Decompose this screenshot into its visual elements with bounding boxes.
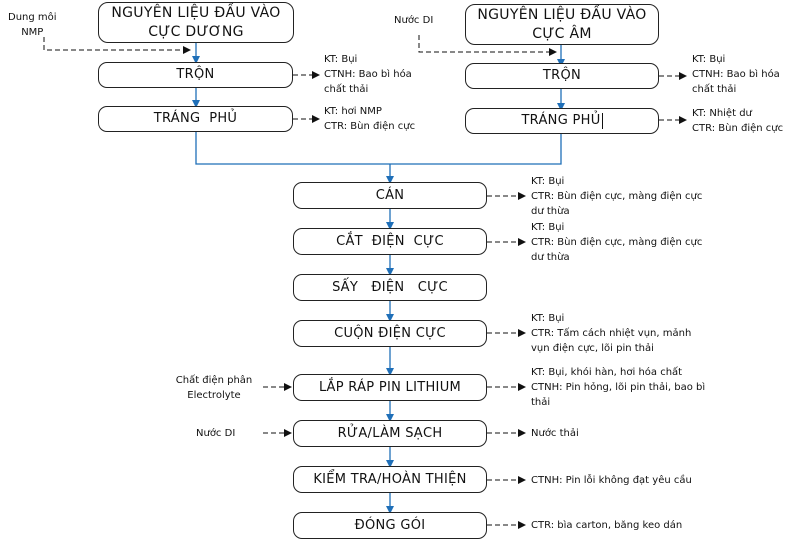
inspection-finishing-waste: CTNH: Pin lỗi không đạt yêu cầu <box>531 473 692 488</box>
electrode-drying-step: SẤY ĐIỆN CỰC <box>293 274 487 301</box>
step-label: TRÁNG PHỦ <box>153 111 238 126</box>
note-line: CTR: Bùn điện cực, màng điện cực <box>531 191 703 202</box>
note-line: CTNH: Bao bì hóa <box>692 69 780 80</box>
di-water-input-arrow <box>418 35 557 56</box>
washing-step: RỬA/LÀM SẠCH <box>293 420 487 447</box>
rolling-step: CÁN <box>293 182 487 209</box>
note-line: chất thải <box>324 84 369 95</box>
step-label: CẮT ĐIỆN CỰC <box>336 233 444 249</box>
battery-assembly-waste: KT: Bụi, khói hàn, hơi hóa chất CTNH: Pi… <box>531 365 705 410</box>
step-label: SẤY ĐIỆN CỰC <box>332 279 448 295</box>
nmp-solvent-label: Dung môi NMP <box>8 10 57 40</box>
note-line: CTNH: Bao bì hóa <box>324 69 412 80</box>
note-line: Nước DI <box>196 428 236 439</box>
washing-waste: Nước thải <box>531 426 579 441</box>
note-line: KT: Bụi <box>531 222 565 233</box>
note-line: Nước thải <box>531 428 579 439</box>
note-line: Chất điện phân <box>175 375 253 386</box>
merge-line <box>195 131 562 165</box>
box-line: CỰC DƯƠNG <box>148 23 244 40</box>
note-line: CTR: Bùn điện cực <box>324 121 416 132</box>
note-line: Nước DI <box>394 15 434 26</box>
note-line: KT: hơi NMP <box>324 106 382 117</box>
note-line: chất thải <box>692 84 737 95</box>
step-label: TRÁNG PHỦ <box>521 113 601 128</box>
note-line: KT: Bụi, khói hàn, hơi hóa chất <box>531 367 683 378</box>
note-line: Dung môi <box>8 12 57 23</box>
box-line: NGUYÊN LIỆU ĐẦU VÀO <box>111 4 281 21</box>
note-line: KT: Nhiệt dư <box>692 108 752 119</box>
electrode-winding-step: CUỘN ĐIỆN CỰC <box>293 320 487 347</box>
anode-mixing-step: TRỘN <box>465 63 659 89</box>
note-line: CTR: Bùn điện cực, màng điện cực <box>531 237 703 248</box>
step-label: CÁN <box>375 187 405 203</box>
electrolyte-input-label: Chất điện phân Electrolyte <box>168 373 260 403</box>
packaging-waste: CTR: bìa carton, băng keo dán <box>531 518 682 533</box>
note-line: Electrolyte <box>187 390 241 401</box>
step-label: ĐÓNG GÓI <box>354 517 426 533</box>
battery-assembly-step: LẮP RÁP PIN LITHIUM <box>293 374 487 401</box>
anode-coating-waste: KT: Nhiệt dư CTR: Bùn điện cực <box>692 106 783 136</box>
note-line: CTR: Tấm cách nhiệt vụn, mảnh <box>531 328 692 339</box>
step-label: CUỘN ĐIỆN CỰC <box>334 325 446 341</box>
rolling-waste: KT: Bụi CTR: Bùn điện cực, màng điện cực… <box>531 174 702 219</box>
nmp-input-arrow <box>43 37 191 54</box>
note-line: vụn điện cực, lõi pin thải <box>531 343 654 354</box>
note-line: KT: Bụi <box>531 313 565 324</box>
note-line: KT: Bụi <box>531 176 565 187</box>
box-line: NGUYÊN LIỆU ĐẦU VÀO <box>477 6 647 23</box>
cathode-coating-waste: KT: hơi NMP CTR: Bùn điện cực <box>324 104 415 134</box>
anode-mixing-waste: KT: Bụi CTNH: Bao bì hóa chất thải <box>692 52 780 97</box>
note-line: dư thừa <box>531 206 570 217</box>
cathode-input-box: NGUYÊN LIỆU ĐẦU VÀO CỰC DƯƠNG <box>98 2 294 43</box>
note-line: CTR: Bùn điện cực <box>692 123 784 134</box>
di-water-label: Nước DI <box>394 13 433 28</box>
electrode-cutting-step: CẮT ĐIỆN CỰC <box>293 228 487 255</box>
cathode-mixing-step: TRỘN <box>98 62 293 88</box>
note-line: thải <box>531 397 551 408</box>
note-line: CTNH: Pin hỏng, lõi pin thải, bao bì <box>531 382 706 393</box>
electrode-cutting-waste: KT: Bụi CTR: Bùn điện cực, màng điện cực… <box>531 220 702 265</box>
note-line: CTNH: Pin lỗi không đạt yêu cầu <box>531 475 692 486</box>
note-line: KT: Bụi <box>692 54 726 65</box>
text-cursor <box>601 113 603 129</box>
anode-coating-step: TRÁNG PHỦ <box>465 108 659 134</box>
cathode-mixing-waste: KT: Bụi CTNH: Bao bì hóa chất thải <box>324 52 412 97</box>
box-line: CỰC ÂM <box>532 25 592 42</box>
note-line: NMP <box>21 27 44 38</box>
electrode-winding-waste: KT: Bụi CTR: Tấm cách nhiệt vụn, mảnh vụ… <box>531 311 691 356</box>
inspection-finishing-step: KIỂM TRA/HOÀN THIỆN <box>293 466 487 493</box>
step-label: LẮP RÁP PIN LITHIUM <box>318 379 462 395</box>
anode-input-box: NGUYÊN LIỆU ĐẦU VÀO CỰC ÂM <box>465 4 659 45</box>
di-water-input-label: Nước DI <box>196 426 235 441</box>
step-label: TRỘN <box>542 68 582 83</box>
note-line: CTR: bìa carton, băng keo dán <box>531 520 683 531</box>
packaging-step: ĐÓNG GÓI <box>293 512 487 539</box>
note-line: dư thừa <box>531 252 570 263</box>
step-label: KIỂM TRA/HOÀN THIỆN <box>313 471 467 487</box>
note-line: KT: Bụi <box>324 54 358 65</box>
step-label: RỬA/LÀM SẠCH <box>337 425 443 441</box>
cathode-coating-step: TRÁNG PHỦ <box>98 106 293 132</box>
step-label: TRỘN <box>176 67 215 82</box>
